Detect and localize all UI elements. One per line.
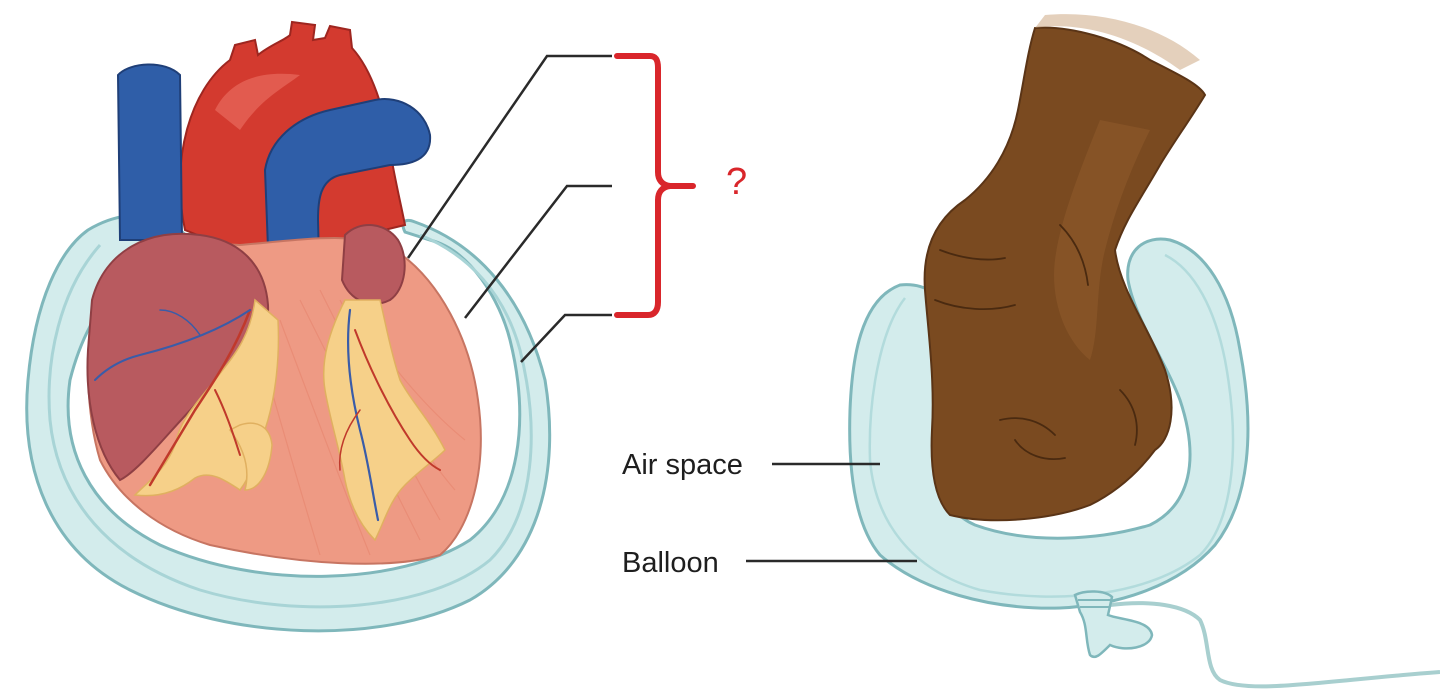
fist-balloon-illustration: Air space Balloon bbox=[622, 14, 1440, 689]
balloon-string bbox=[1109, 601, 1440, 689]
aorta-highlight bbox=[215, 73, 300, 130]
coronary-fat-right bbox=[322, 299, 446, 542]
layer-leader-lines bbox=[406, 54, 612, 363]
fist-shading bbox=[1054, 120, 1150, 360]
pericardial-sac bbox=[25, 214, 552, 633]
superior-vena-cava bbox=[116, 63, 184, 241]
leader-line-top bbox=[406, 54, 612, 259]
balloon bbox=[848, 237, 1250, 610]
question-mark: ? bbox=[726, 161, 747, 203]
leader-line-middle bbox=[464, 184, 612, 319]
fist-creases bbox=[934, 224, 1138, 460]
heart-illustration: ? bbox=[25, 20, 747, 633]
balloon-label: Balloon bbox=[622, 547, 719, 579]
balloon-knot-band bbox=[1078, 599, 1112, 608]
coronary-fat-middle bbox=[228, 422, 273, 491]
air-space-label: Air space bbox=[622, 449, 743, 481]
forearm-fade bbox=[1035, 14, 1200, 70]
leader-line-bottom bbox=[520, 313, 612, 363]
left-atrium-appendage bbox=[340, 223, 406, 305]
coronary-vessels bbox=[94, 308, 441, 522]
layer-bracket bbox=[614, 53, 696, 318]
serous-layer-line bbox=[47, 233, 533, 609]
